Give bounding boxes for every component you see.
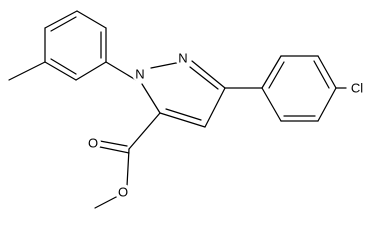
atom-o-ester: O	[115, 184, 131, 200]
bond	[76, 10, 107, 29]
chemical-structure: N N O O Cl	[8, 10, 363, 209]
bond	[317, 55, 337, 89]
atom-cl-label: Cl	[351, 81, 363, 96]
bond	[94, 195, 119, 209]
atom-n2: N	[175, 50, 191, 66]
methyl-bond	[8, 61, 46, 81]
atom-o-carbonyl-label: O	[88, 136, 98, 151]
bond	[75, 61, 107, 81]
bond	[313, 60, 330, 89]
bond	[189, 66, 219, 90]
bond	[268, 61, 285, 89]
atom-n1: N	[132, 66, 148, 82]
atom-o-ester-label: O	[118, 185, 128, 200]
bond	[159, 112, 206, 128]
bond	[141, 83, 161, 114]
atom-o-carbonyl: O	[85, 135, 101, 151]
bond	[261, 55, 282, 89]
bond	[44, 61, 77, 81]
bond	[44, 10, 78, 29]
pyrazole-ring	[105, 60, 226, 128]
bond	[261, 87, 282, 122]
atom-n2-label: N	[178, 51, 187, 66]
bond	[165, 108, 202, 121]
bond	[128, 112, 161, 150]
chlorophenyl-ring	[224, 55, 337, 122]
bond	[99, 140, 128, 147]
bond	[126, 148, 130, 187]
bond	[317, 87, 337, 122]
ester-group	[94, 112, 161, 209]
bond	[191, 60, 226, 89]
bond	[204, 87, 226, 128]
atom-n1-label: N	[135, 67, 144, 82]
bond	[50, 58, 77, 75]
tolyl-ring	[44, 10, 107, 81]
bond	[105, 61, 137, 81]
atom-cl: Cl	[351, 81, 363, 96]
bond	[50, 16, 77, 32]
bond	[99, 146, 130, 154]
